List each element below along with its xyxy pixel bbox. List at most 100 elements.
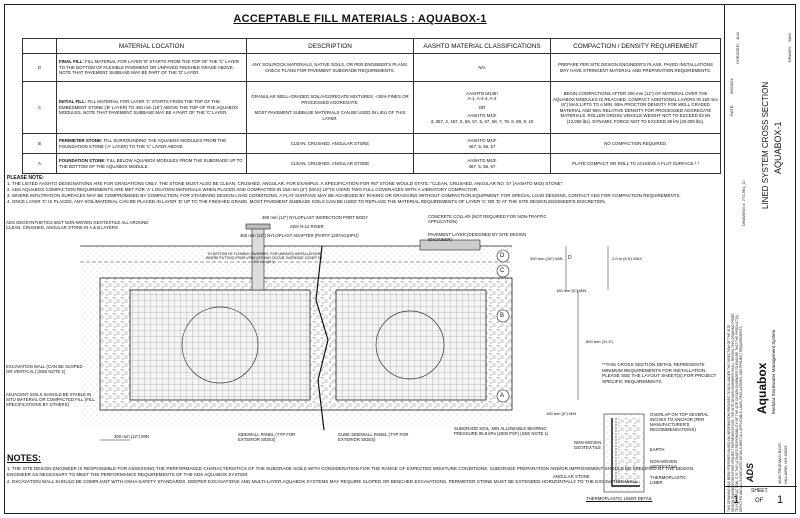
- date-label: DATE:: [729, 104, 734, 116]
- layer-letter-d: D: [568, 255, 572, 261]
- earth-label: EARTH: [650, 447, 665, 452]
- disclaimer: THIS DRAWING HAS BEEN PREPARED BASED ON …: [727, 313, 743, 512]
- collar-label: CONCRETE COLLAR (NOT REQUIRED FOR NON-TR…: [428, 214, 547, 225]
- liner-path: [611, 418, 640, 487]
- cube-sidewall-label: CUBE SIDEWALL PANEL (TYP FOR EXTERIOR SI…: [338, 432, 409, 443]
- excavation-label: EXCAVATION WALL (CAN BE SLOPED OR VERTIC…: [6, 364, 83, 375]
- title-block: LINED SYSTEM CROSS SECTION AQUABOX-1 DAT…: [724, 4, 797, 514]
- layer-letter: C: [500, 268, 505, 274]
- aashto-line: AASHTO M43¹: [467, 113, 497, 119]
- checked-label: CHECKED:: [735, 43, 740, 64]
- liner-detail: [603, 413, 645, 493]
- sheet-number: 1: [733, 494, 740, 506]
- location-text: FILL SURROUNDING THE AQUABOX MODULES FRO…: [59, 138, 227, 149]
- overlap-label: OVERLAP ON TOP SEVERAL INCHES TO ANCHOR …: [650, 412, 709, 433]
- liner-detail-title: THERMOPLASTIC LINER DETAIL: [586, 496, 653, 501]
- aashto-class: N/A: [413, 53, 551, 82]
- fill-materials-table: MATERIAL LOCATION DESCRIPTION AASHTO MAT…: [22, 38, 721, 174]
- sidewall-label: SIDEWALL PANEL (TYP FOR EXTERIOR SIDES): [238, 432, 296, 443]
- location-title: FINAL FILL:: [59, 59, 84, 65]
- location-text: FILL BELOW AQUABOX MODULES FROM THE SUBG…: [59, 158, 243, 169]
- layer-letter: A: [500, 393, 505, 399]
- cross-section-drawing: [80, 223, 645, 493]
- drawing-sheet: [4, 4, 796, 514]
- layer-letter: B: [500, 313, 505, 319]
- compaction-req: PLATE COMPACT OR ROLL TO ACHIEVE A FLAT …: [550, 153, 721, 174]
- geotextile-path: [615, 418, 640, 483]
- address-line: 4640 TRUEMAN BLVD: [777, 443, 782, 484]
- drawn-label: DRAWN:: [787, 45, 792, 62]
- layer-markers: [496, 249, 510, 403]
- aashto-line: AASHTO M145¹: [466, 90, 498, 96]
- layer-marker-d: [496, 249, 510, 263]
- subgrade-label: SUBGRADE SOIL, MIN ALLOWABLE BEARING PRE…: [454, 426, 549, 437]
- please-note-item: 4. ONCE LAYER 'C' IS PLACED, ANY SOIL/MA…: [7, 198, 606, 204]
- dim-2m-label: 2.0 m (6.5') MAX: [612, 256, 642, 261]
- material-location: FOUNDATION STONE: FILL BELOW AQUABOX MOD…: [56, 153, 247, 174]
- address-line: HILLIARD, OH 43026: [783, 445, 788, 484]
- adjacent-soils-label: ADJACENT SOILS SHOULD BE STABLE IN SITU …: [6, 392, 95, 408]
- aashto-line: 467, 5, 56, 57: [468, 143, 496, 149]
- drawing-number: DRAWING #: 772-991_CI: [741, 180, 746, 226]
- dim-800-label: 800 mm (31.5"): [586, 339, 614, 344]
- module-face-left: [181, 306, 259, 384]
- dim-150-label: 150 mm (6") MIN: [556, 288, 587, 293]
- pavement-label: PAVEMENT LAYER (DESIGNED BY SITE DESIGN …: [428, 232, 527, 243]
- layer-marker-c: [496, 264, 510, 278]
- description-line: GRANULAR WELL-GRADED SOIL/AGGREGATE MIXT…: [251, 94, 409, 105]
- please-note-item: 2. ADS AQUABOX COMPACTION REQUIREMENTS A…: [7, 187, 479, 193]
- layer-letter: D: [500, 253, 505, 259]
- material-location: INITIAL FILL: FILL MATERIAL FOR LAYER 'C…: [56, 81, 247, 134]
- dim-300-label: 300 mm (12") MIN: [114, 434, 149, 439]
- break-line: [315, 245, 329, 431]
- location-text: FILL MATERIAL FOR LAYER 'D' STARTS FROM …: [59, 59, 239, 76]
- please-note-heading: PLEASE NOTE:: [7, 175, 44, 181]
- thermoplastic-label: THERMOPLASTIC LINER: [650, 475, 687, 486]
- ads-logo: ADS: [745, 462, 755, 482]
- aashto-line: AASHTO M43¹: [467, 158, 497, 163]
- aashto-line: AASHTO M43¹: [467, 138, 497, 143]
- location-title: PERIMETER STONE:: [59, 138, 103, 143]
- please-note-item: 1. THE LISTED AASHTO DESIGNATIONS ARE FO…: [7, 181, 564, 187]
- compaction-req: NO COMPACTION REQUIRED.: [550, 133, 721, 154]
- location-text: FILL MATERIAL FOR LAYER 'C' STARTS FROM …: [59, 99, 239, 116]
- aquabox-module-right: [335, 289, 487, 401]
- riser-label: ADS N-12 RISER: [290, 224, 324, 229]
- of-label: OF: [755, 498, 764, 504]
- sheet-total: 1: [777, 494, 784, 506]
- page-title: ACCEPTABLE FILL MATERIALS : AQUABOX-1: [233, 13, 487, 25]
- flex-pavement-note: TO BOTTOM OF FLEXIBLE PAVEMENT. FOR UNPA…: [205, 252, 323, 265]
- table-row: D FINAL FILL: FILL MATERIAL FOR LAYER 'D…: [22, 53, 721, 82]
- note-item: 1. THE SITE DESIGN ENGINEER IS RESPONSIB…: [7, 466, 694, 478]
- dim-150b-label: 150 mm (6") MIN: [546, 411, 577, 416]
- concrete-collar: [419, 239, 481, 251]
- aashto-line: OR: [478, 104, 486, 110]
- description: GRANULAR WELL-GRADED SOIL/AGGREGATE MIXT…: [246, 81, 414, 134]
- compaction-req: PREPARE PER SITE DESIGN ENGINEER'S PLANS…: [550, 53, 721, 82]
- drawn-value: SAM: [787, 33, 792, 42]
- table-row: A FOUNDATION STONE: FILL BELOW AQUABOX M…: [22, 153, 721, 174]
- note-item: 2. EXCAVATION WALL SHOULD BE COMPLIANT W…: [7, 478, 639, 484]
- nonwoven-label-2: NON-WOVEN GEOTEXTILE: [650, 459, 678, 470]
- sheet-label: SHEET: [751, 488, 768, 494]
- please-note-item: 3. WHERE INFILTRATION SURFACES MAY BE CO…: [7, 192, 681, 198]
- aashto-line: A-1, A-2-4, A-3: [467, 96, 497, 102]
- inspection-port-label: 300 mm (12") NYLOPLAST INSPECTION PORT B…: [262, 215, 369, 220]
- date-value: 09/20/24: [729, 78, 734, 94]
- nonwoven-label: NON-WOVEN GEOTEXTILE: [574, 440, 602, 451]
- aquabox-module-left: [129, 289, 311, 401]
- description-line: MOST PAVEMENT SUBBASE MATERIALS CAN BE U…: [254, 110, 406, 121]
- inspection-port-cap: [245, 223, 271, 230]
- location-title: INITIAL FILL:: [59, 99, 87, 105]
- angular-stone-label: ANGULAR STONE: [553, 474, 590, 479]
- product-name: Aquabox: [755, 362, 769, 414]
- table-row: C INITIAL FILL: FILL MATERIAL FOR LAYER …: [22, 81, 721, 134]
- module-face-right: [375, 310, 445, 380]
- aashto-class: AASHTO M43¹ 467, 5, 56, 57: [413, 153, 551, 174]
- compaction-req: BEGIN COMPACTIONS AFTER 300 mm (12") OF …: [550, 81, 721, 134]
- layer-marker-a: [496, 389, 510, 403]
- notes-section: NOTES: 1. THE SITE DESIGN ENGINEER IS RE…: [7, 452, 717, 485]
- dim-450-label: 450 mm (18") MIN: [530, 256, 563, 261]
- geotextile-label: ADS GEOSYNTHETICS 601T NON-WOVEN GEOTEXT…: [6, 220, 149, 231]
- adapter-label: 300 mm (12") NYLOPLAST ADAPTER (PART# 12…: [240, 233, 359, 238]
